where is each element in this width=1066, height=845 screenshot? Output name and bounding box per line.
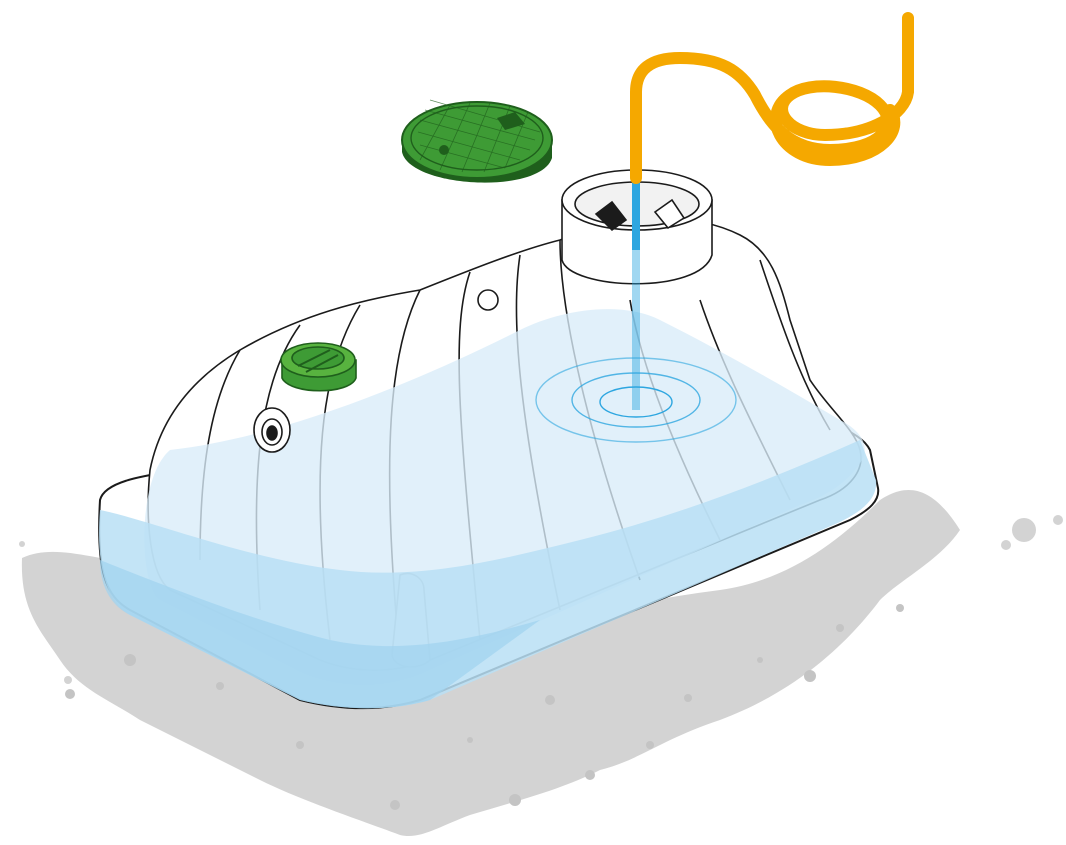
garden-hose-icon [636, 18, 908, 178]
green-cap-icon [281, 343, 356, 391]
manhole-lid-icon [402, 100, 552, 183]
water-stream [632, 175, 640, 410]
